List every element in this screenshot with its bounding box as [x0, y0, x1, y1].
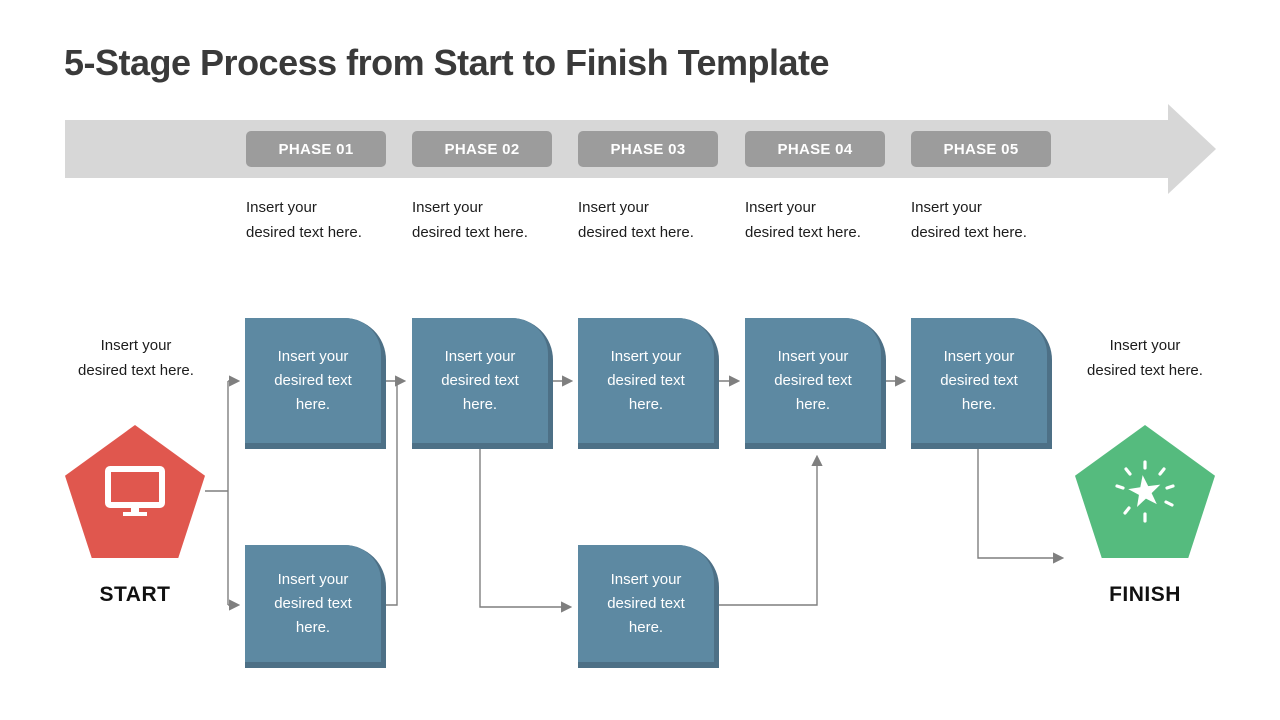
phase-chip-1[interactable]: PHASE 01: [246, 131, 386, 167]
finish-label: FINISH: [1109, 583, 1181, 606]
start-pentagon[interactable]: [65, 425, 205, 558]
process-box-lower-1[interactable]: Insert your desired text here.: [245, 545, 386, 668]
process-box-lower-1-text: Insert your desired text here.: [245, 545, 381, 662]
process-box-4[interactable]: Insert your desired text here.: [745, 318, 886, 449]
finish-note: Insert your desired text here.: [1087, 337, 1203, 379]
phase-description-4: Insert your desired text here.: [745, 199, 861, 241]
sparkle-star-icon: [1115, 459, 1175, 523]
phase-description-5: Insert your desired text here.: [911, 199, 1027, 241]
phase-description-3: Insert your desired text here.: [578, 199, 694, 241]
phase-chip-5[interactable]: PHASE 05: [911, 131, 1051, 167]
start-label: START: [99, 583, 171, 606]
process-box-4-text: Insert your desired text here.: [745, 318, 881, 443]
process-box-5-text: Insert your desired text here.: [911, 318, 1047, 443]
process-box-3[interactable]: Insert your desired text here.: [578, 318, 719, 449]
process-box-3-text: Insert your desired text here.: [578, 318, 714, 443]
process-box-1-text: Insert your desired text here.: [245, 318, 381, 443]
process-box-2[interactable]: Insert your desired text here.: [412, 318, 553, 449]
process-box-5[interactable]: Insert your desired text here.: [911, 318, 1052, 449]
monitor-icon: [105, 465, 165, 516]
phase-chip-3[interactable]: PHASE 03: [578, 131, 718, 167]
timeline-arrow-head-icon: [1168, 104, 1216, 194]
phase-description-2: Insert your desired text here.: [412, 199, 528, 241]
process-box-lower-2[interactable]: Insert your desired text here.: [578, 545, 719, 668]
process-box-2-text: Insert your desired text here.: [412, 318, 548, 443]
page-title: 5-Stage Process from Start to Finish Tem…: [64, 42, 830, 83]
phase-description-1: Insert your desired text here.: [246, 199, 362, 241]
phase-chip-4[interactable]: PHASE 04: [745, 131, 885, 167]
process-box-lower-2-text: Insert your desired text here.: [578, 545, 714, 662]
start-note: Insert your desired text here.: [78, 337, 194, 379]
process-box-1[interactable]: Insert your desired text here.: [245, 318, 386, 449]
finish-pentagon[interactable]: [1075, 425, 1215, 558]
phase-chip-2[interactable]: PHASE 02: [412, 131, 552, 167]
